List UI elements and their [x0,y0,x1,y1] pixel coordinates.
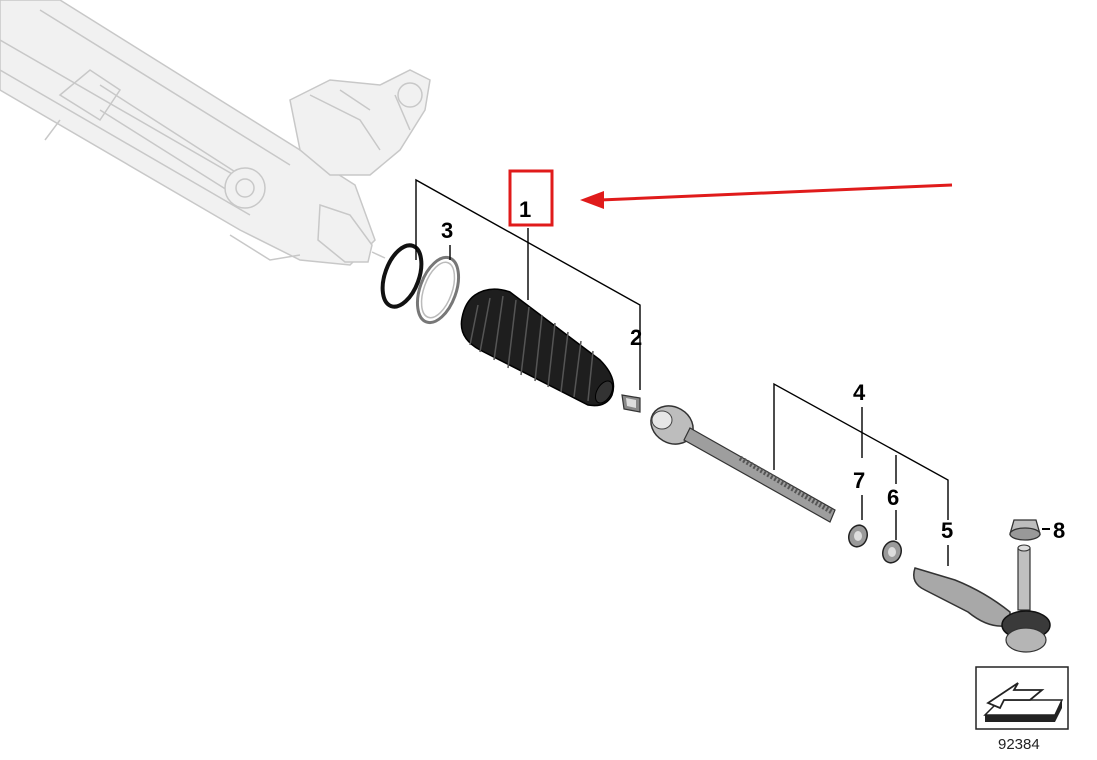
clip [621,394,641,413]
clamp-ring [415,255,461,325]
callout-5: 5 [941,518,953,543]
tie-rod-end [913,544,1051,653]
callout-7: 7 [853,468,865,493]
callout-8: 8 [1053,518,1065,543]
self-locking-nut [1009,519,1050,541]
callout-4: 4 [853,380,866,405]
lock-nut [847,524,869,548]
nut [881,540,903,564]
leader-lines [415,178,949,566]
reference-number: 92384 [998,736,1040,753]
callout-1: 1 [519,197,531,222]
callout-2: 2 [630,325,642,350]
o-ring [380,243,424,309]
red-arrow-icon [580,183,953,209]
callout-3: 3 [441,218,453,243]
steering-rack-ghost [0,0,431,266]
inner-tie-rod [650,405,836,523]
callout-6: 6 [887,485,899,510]
bellows-boot [460,288,615,407]
highlight-box [508,169,554,227]
view-orientation-icon [975,666,1069,730]
